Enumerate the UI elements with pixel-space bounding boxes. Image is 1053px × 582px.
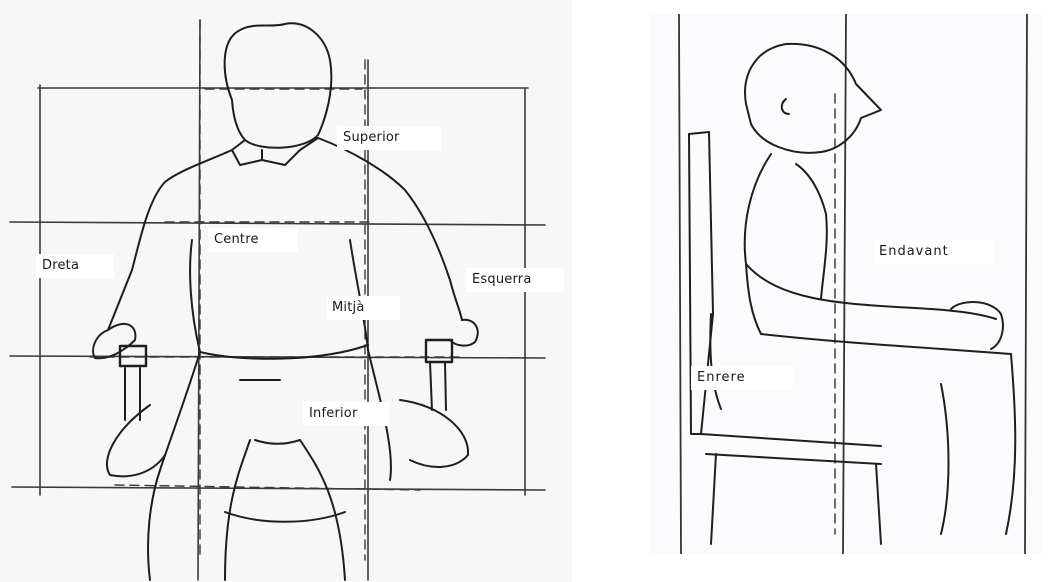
label-mitja: Mitjà bbox=[326, 296, 400, 320]
seated-figure-side bbox=[689, 44, 1015, 544]
frame-lines bbox=[679, 14, 1027, 554]
dashed-guides bbox=[90, 20, 460, 560]
label-esquerra: Esquerra bbox=[466, 268, 564, 292]
front-view-panel: Superior Centre Dreta Esquerra Mitjà Inf… bbox=[0, 0, 572, 582]
grid-lines bbox=[10, 20, 545, 580]
side-view-panel: Endavant Enrere bbox=[651, 14, 1043, 554]
label-dreta: Dreta bbox=[36, 254, 114, 278]
label-centre: Centre bbox=[208, 228, 298, 252]
label-enrere: Enrere bbox=[691, 366, 793, 390]
side-view-sketch bbox=[651, 14, 1043, 554]
label-inferior: Inferior bbox=[303, 402, 389, 426]
label-superior: Superior bbox=[337, 126, 441, 150]
seated-figure-front bbox=[93, 23, 478, 580]
label-endavant: Endavant bbox=[873, 240, 995, 264]
